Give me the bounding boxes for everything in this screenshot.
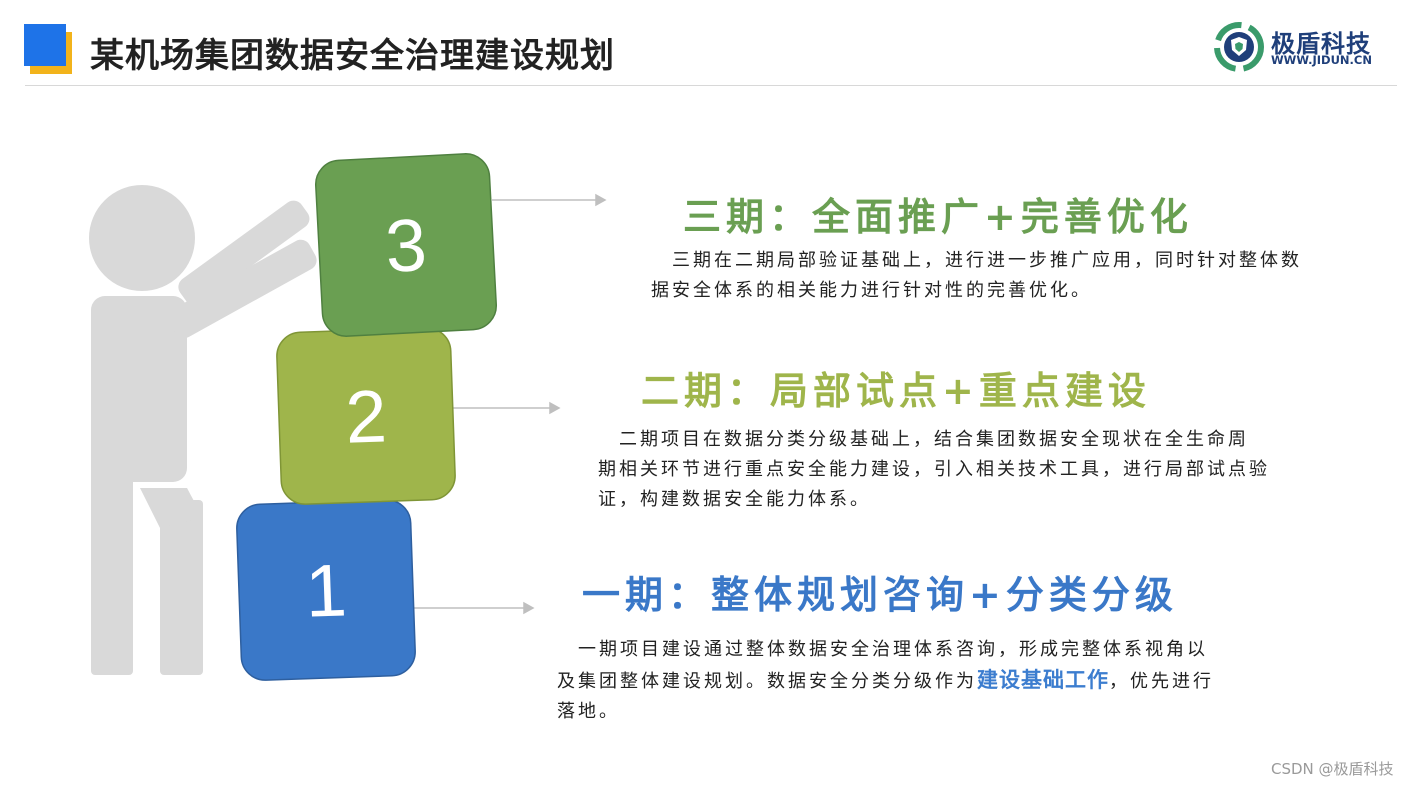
block-3: 3: [314, 153, 498, 337]
phase-2-desc-line: 二期项目在数据分类分级基础上，结合集团数据安全现状在全生命周: [598, 429, 1249, 450]
phase-1-title: 一期：整体规划咨询+分类分级: [582, 573, 1178, 617]
block-2: 2: [276, 327, 456, 505]
phase-3-description: 三期在二期局部验证基础上，进行进一步推广应用，同时针对整体数 据安全体系的相关能…: [651, 246, 1371, 306]
block-3-number: 3: [383, 203, 428, 288]
brand-url: WWW.JIDUN.CN: [1271, 53, 1372, 67]
phase-3-desc-line: 三期在二期局部验证基础上，进行进一步推广应用，同时针对整体数: [651, 250, 1302, 271]
phase-1-description: 一期项目建设通过整体数据安全治理体系咨询，形成完整体系视角以 及集团整体建设规划…: [557, 635, 1297, 727]
watermark: CSDN @极盾科技: [1271, 760, 1394, 778]
phase-2-desc-line: 证，构建数据安全能力体系。: [598, 489, 871, 510]
phase-2-description: 二期项目在数据分类分级基础上，结合集团数据安全现状在全生命周 期相关环节进行重点…: [598, 425, 1338, 515]
header-divider: [25, 85, 1397, 86]
brand-logo: 极盾科技 WWW.JIDUN.CN: [1214, 22, 1394, 74]
stacking-figure-illustration: 1 2 3: [89, 153, 607, 681]
person-silhouette: [89, 185, 317, 675]
phase-2-desc-line: 期相关环节进行重点安全能力建设，引入相关技术工具，进行局部试点验: [598, 459, 1270, 480]
phase-1-desc-line: 落地。: [557, 701, 620, 722]
phase-2-title: 二期：局部试点+重点建设: [641, 369, 1151, 413]
block-1-number: 1: [304, 548, 348, 632]
connector-arrows: [412, 193, 607, 615]
brand-name: 极盾科技: [1271, 30, 1371, 58]
phase-1-desc-text: 及集团整体建设规划。数据安全分类分级作为: [557, 671, 977, 692]
phase-1-desc-text: ，优先进行: [1109, 671, 1214, 692]
phase-1-desc-line: 及集团整体建设规划。数据安全分类分级作为建设基础工作，优先进行: [557, 665, 1297, 697]
phase-1-highlight: 建设基础工作: [977, 668, 1109, 692]
block-2-number: 2: [344, 374, 388, 458]
jidun-shield-icon: [1214, 22, 1264, 72]
page-title: 某机场集团数据安全治理建设规划: [90, 36, 615, 76]
title-accent-blue: [24, 24, 66, 66]
block-1: 1: [236, 499, 416, 681]
phase-1-desc-line: 一期项目建设通过整体数据安全治理体系咨询，形成完整体系视角以: [557, 639, 1208, 660]
phase-3-title: 三期：全面推广+完善优化: [683, 195, 1193, 239]
phase-3-desc-line: 据安全体系的相关能力进行针对性的完善优化。: [651, 280, 1092, 301]
